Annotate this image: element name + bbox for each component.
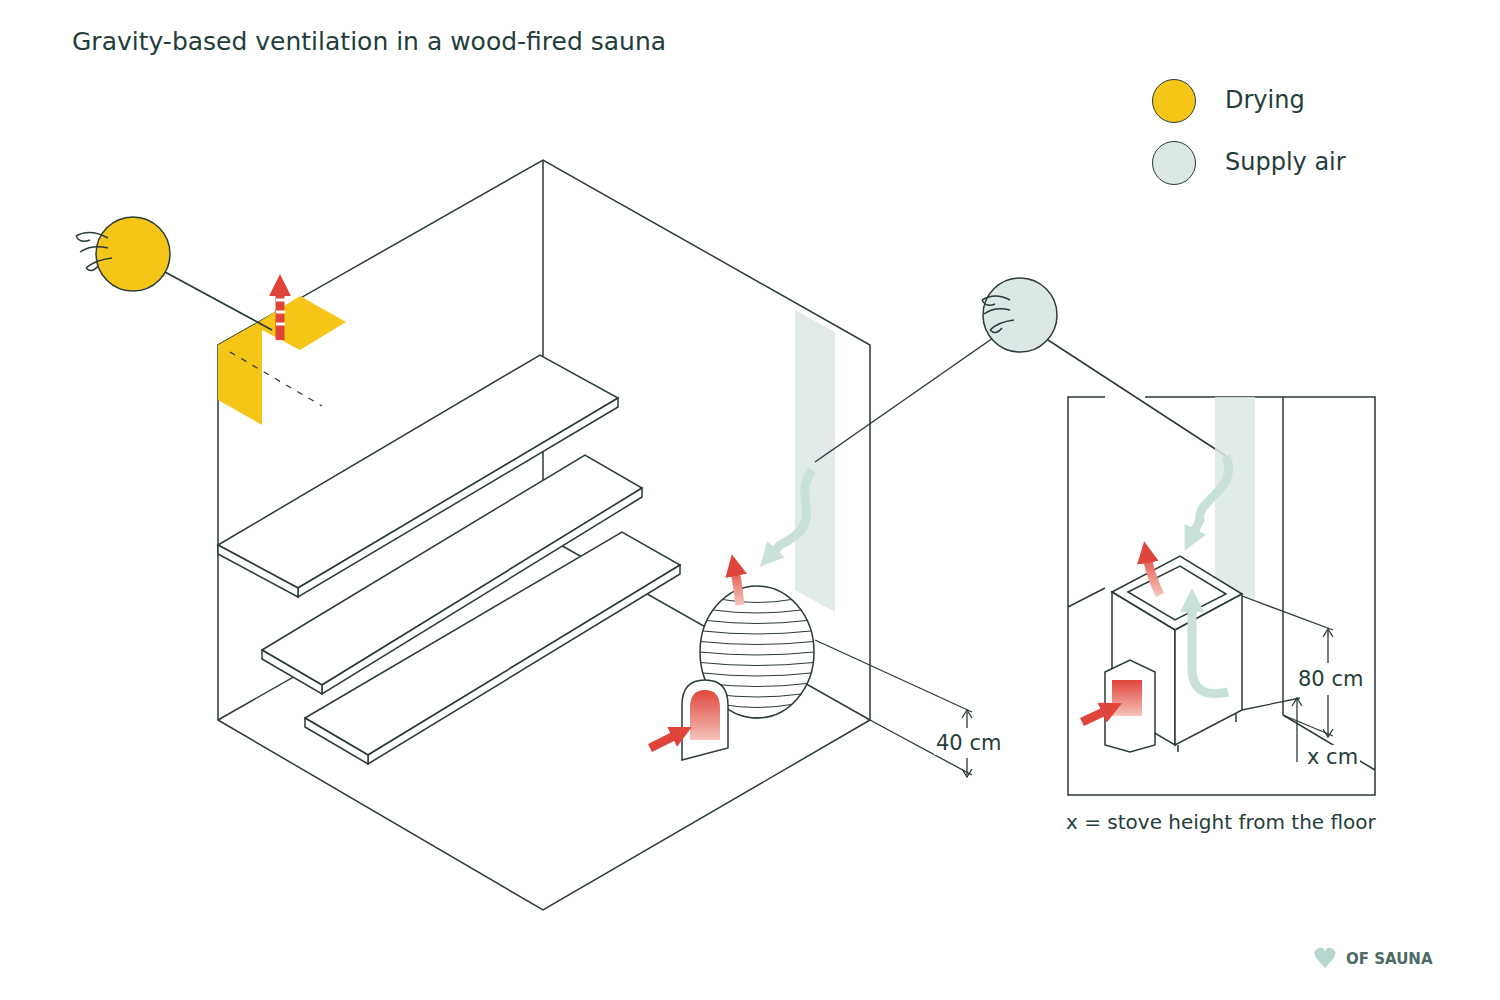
note: x = stove height from the floor bbox=[1066, 811, 1376, 834]
illustration-stroke bbox=[1105, 660, 1155, 752]
stove-stripe bbox=[722, 600, 791, 603]
illustration-stroke bbox=[1327, 630, 1328, 663]
illustration-stroke bbox=[962, 710, 972, 718]
supply-air-arrow bbox=[1192, 600, 1228, 694]
stove-stripe bbox=[703, 631, 811, 634]
dimension-label: 80 cm bbox=[1296, 667, 1365, 691]
supply-air-arrow bbox=[768, 470, 812, 558]
dimension-40 bbox=[815, 640, 972, 777]
illustration-stroke bbox=[276, 311, 285, 314]
drying-vent bbox=[218, 285, 346, 425]
dimension-x bbox=[1242, 698, 1302, 762]
dimension-label: 40 cm bbox=[934, 731, 1003, 755]
legend-swatch bbox=[1152, 141, 1196, 185]
illustration-stroke bbox=[1242, 698, 1300, 710]
illustration-stroke bbox=[276, 323, 285, 326]
illustration-stroke bbox=[982, 296, 1014, 333]
illustration-stroke bbox=[1112, 680, 1142, 716]
supply-air-arrow bbox=[1190, 456, 1229, 540]
illustration-stroke bbox=[815, 338, 993, 462]
legend-label: Drying bbox=[1225, 87, 1305, 115]
illustration-stroke bbox=[305, 532, 680, 755]
drying-callout bbox=[76, 217, 272, 330]
illustration-stroke bbox=[962, 769, 972, 777]
supply-air-callout bbox=[815, 278, 1226, 462]
illustration-stroke bbox=[96, 217, 170, 291]
illustration-stroke bbox=[368, 565, 680, 764]
illustration-stroke bbox=[218, 545, 298, 597]
stove-stripe bbox=[707, 621, 807, 624]
illustration-stroke bbox=[165, 272, 272, 330]
illustration-stroke bbox=[76, 232, 112, 270]
inset-frame bbox=[1068, 397, 1375, 795]
illustration-stroke bbox=[218, 320, 262, 425]
hot-air-arrow bbox=[1146, 552, 1160, 595]
illustration-stroke bbox=[1068, 397, 1375, 795]
illustration-stroke bbox=[542, 160, 544, 535]
illustration-stroke bbox=[1292, 698, 1302, 706]
illustration-stroke bbox=[262, 650, 322, 694]
illustration-stroke bbox=[1327, 695, 1328, 736]
legend-label: Supply air bbox=[1225, 149, 1346, 177]
illustration-stroke bbox=[276, 285, 285, 340]
stove-stripe bbox=[713, 610, 801, 613]
illustration-stroke bbox=[983, 278, 1057, 352]
illustration-stroke bbox=[276, 299, 285, 302]
illustration-stroke bbox=[1296, 698, 1297, 762]
stove-stripe bbox=[701, 642, 814, 645]
barrel-stove bbox=[682, 586, 814, 760]
illustration-stroke bbox=[690, 690, 720, 740]
box-stove bbox=[1105, 556, 1242, 752]
illustration-stroke bbox=[1283, 715, 1333, 736]
logo-text: OF SAUNA bbox=[1346, 951, 1433, 968]
illustration-stroke bbox=[682, 680, 728, 760]
stove-stripe bbox=[703, 673, 811, 676]
illustration-stroke bbox=[966, 712, 967, 728]
illustration-stroke bbox=[1175, 594, 1242, 745]
stove-stripe bbox=[722, 705, 791, 708]
illustration-stroke bbox=[262, 296, 346, 350]
illustration-stroke bbox=[1282, 397, 1284, 715]
hot-air-arrow bbox=[734, 565, 740, 605]
supply-air-band bbox=[795, 310, 835, 612]
stove-stripe bbox=[740, 715, 774, 718]
illustration-stroke bbox=[305, 718, 368, 764]
supply-air-band bbox=[1215, 397, 1255, 600]
illustration-stroke bbox=[218, 160, 870, 910]
stove-stripe bbox=[701, 663, 814, 666]
illustration-stroke bbox=[230, 352, 322, 406]
illustration-stroke bbox=[815, 640, 972, 712]
dimension-label: x cm bbox=[1305, 745, 1360, 769]
legend-swatch bbox=[1152, 79, 1196, 123]
illustration-stroke bbox=[1177, 745, 1179, 752]
bench bbox=[218, 355, 680, 764]
illustration-stroke bbox=[1242, 596, 1333, 630]
illustration-stroke bbox=[1323, 729, 1333, 737]
illustration-stroke bbox=[1323, 629, 1333, 637]
logo-heart bbox=[1315, 948, 1336, 968]
illustration-stroke bbox=[1235, 713, 1237, 722]
illustration-stroke bbox=[1048, 340, 1226, 456]
illustration-stroke bbox=[966, 758, 967, 775]
stove-stripe bbox=[700, 652, 814, 655]
title: Gravity-based ventilation in a wood-fire… bbox=[72, 28, 666, 57]
illustration-stroke bbox=[1068, 588, 1105, 607]
sauna-room bbox=[218, 160, 870, 910]
combustion-air-arrow bbox=[650, 732, 682, 748]
combustion-air-arrow bbox=[1082, 708, 1112, 722]
